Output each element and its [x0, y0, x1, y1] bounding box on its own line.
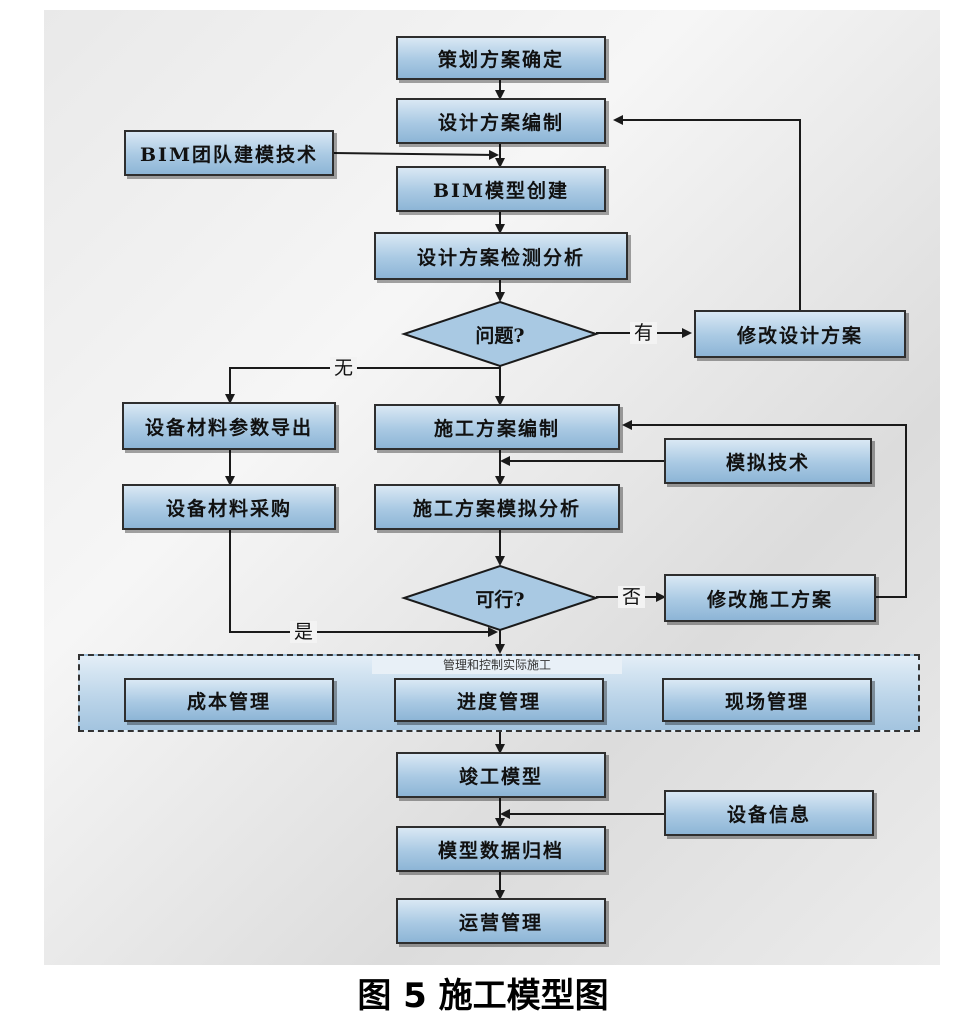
- figure-caption: 图 5 施工模型图: [357, 976, 609, 1016]
- edge-label-no-problem: 无: [330, 357, 358, 379]
- node-construct-sim: 施工方案模拟分析: [374, 484, 620, 530]
- node-site-mgmt: 现场管理: [662, 678, 872, 722]
- decision-feasible-shape: [400, 564, 600, 632]
- node-design-compile: 设计方案编制: [396, 98, 606, 144]
- node-ops-mgmt: 运营管理: [396, 898, 606, 944]
- node-plan-confirm: 策划方案确定: [396, 36, 606, 80]
- node-problem: 问题?: [475, 324, 525, 347]
- node-progress-mgmt: 进度管理: [394, 678, 604, 722]
- edge-team-to-bim: [333, 149, 499, 160]
- node-equip-purchase: 设备材料采购: [122, 484, 336, 530]
- node-feasible: 可行?: [475, 588, 525, 611]
- edge-label-yes-feasible: 是: [290, 621, 318, 643]
- edge-modify-to-construct: [622, 420, 907, 598]
- node-bim-team: BIM团队建模技术: [124, 130, 334, 176]
- edge-modify-to-design: [613, 115, 801, 310]
- node-modify-design: 修改设计方案: [694, 310, 906, 358]
- group-title: 管理和控制实际施工: [372, 656, 622, 674]
- edge-purchase-to-group: [229, 530, 498, 637]
- node-equip-export: 设备材料参数导出: [122, 402, 336, 450]
- node-modify-construct: 修改施工方案: [664, 574, 876, 622]
- node-equip-info: 设备信息: [664, 790, 874, 836]
- node-cost-mgmt: 成本管理: [124, 678, 334, 722]
- decision-problem-shape: [400, 300, 600, 368]
- node-completion-model: 竣工模型: [396, 752, 606, 798]
- node-construct-compile: 施工方案编制: [374, 404, 620, 450]
- edge-problem-to-export: [225, 367, 500, 404]
- node-sim-tech: 模拟技术: [664, 438, 872, 484]
- edge-label-not-feasible: 否: [618, 586, 646, 608]
- node-data-archive: 模型数据归档: [396, 826, 606, 872]
- node-design-check: 设计方案检测分析: [374, 232, 628, 280]
- edge-label-yes-problem: 有: [630, 322, 658, 344]
- node-bim-create: BIM模型创建: [396, 166, 606, 212]
